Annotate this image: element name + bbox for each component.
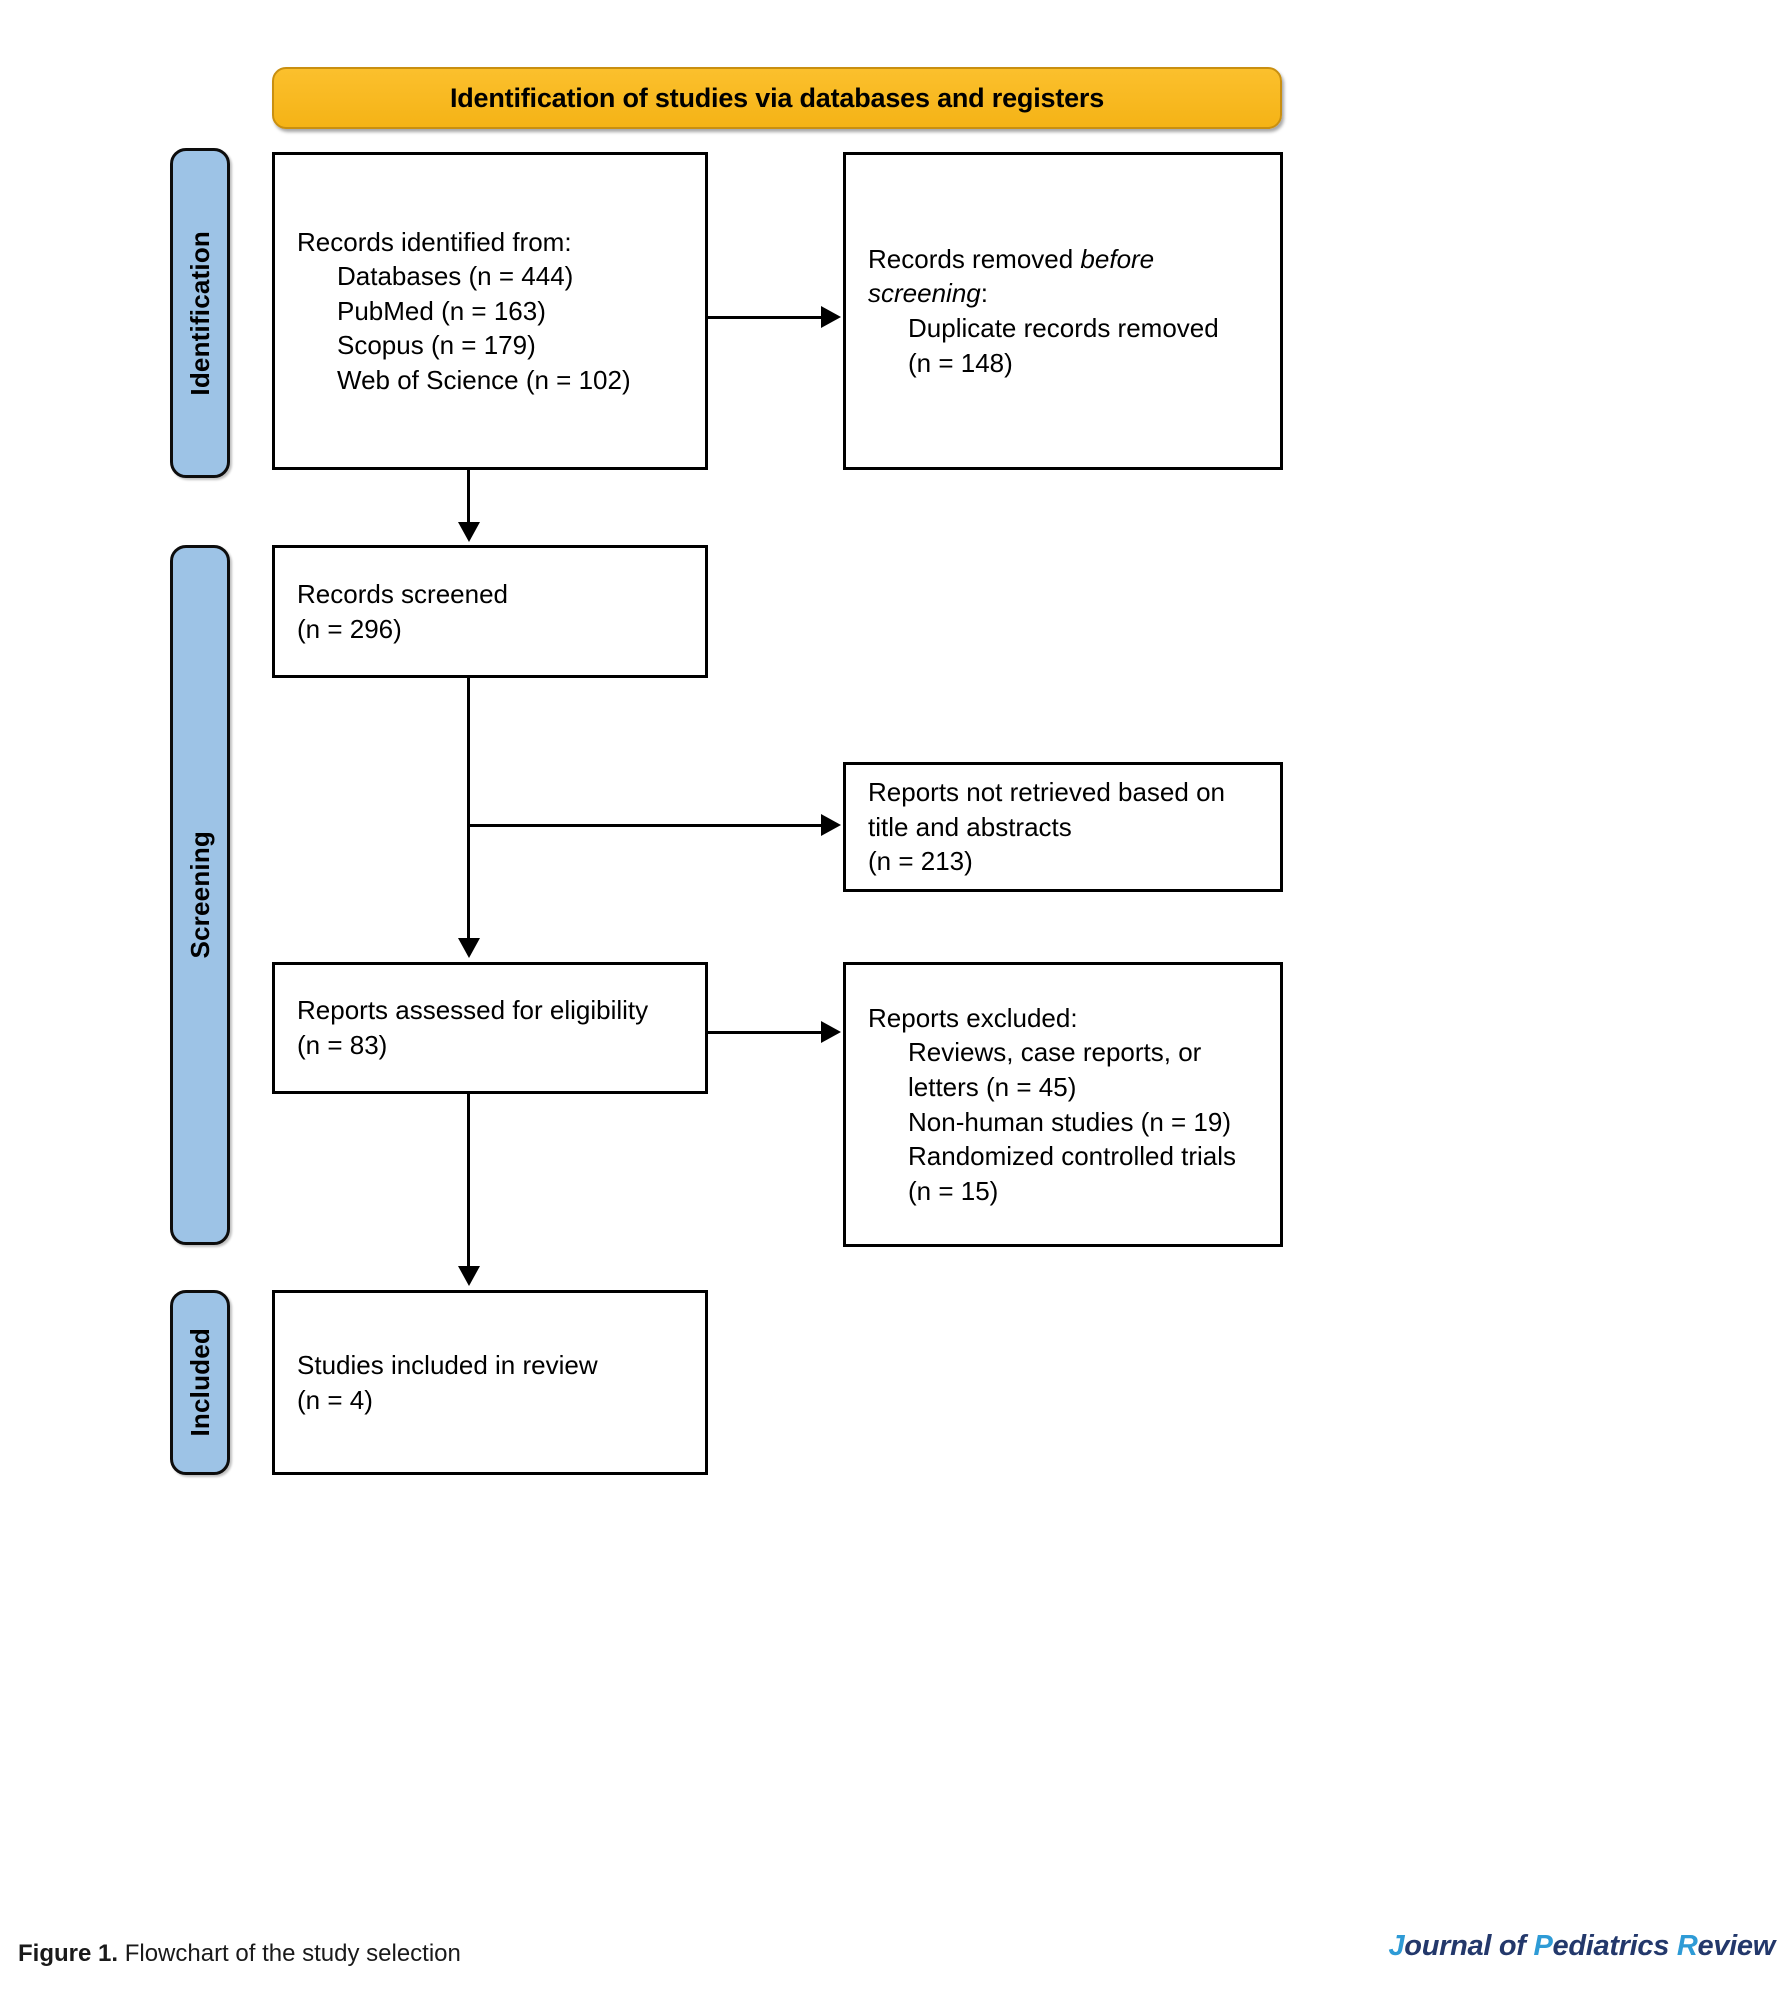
- box-line: Non-human studies (n = 19): [908, 1106, 1232, 1137]
- stage-label-included: Included: [184, 1328, 215, 1437]
- box-line: PubMed (n = 163): [337, 295, 546, 326]
- box-line: Records removed before: [868, 242, 1258, 277]
- stage-label-identification: Identification: [184, 230, 215, 396]
- box-line: (n = 296): [297, 613, 402, 644]
- box-line: title and abstracts: [868, 811, 1072, 842]
- connector-identified-to-screened: [467, 470, 470, 524]
- box-line: Reports assessed for eligibility: [297, 995, 649, 1026]
- journal-logo-of: of: [1498, 1930, 1526, 1962]
- box-line: Databases (n = 444): [337, 261, 574, 292]
- stage-label-screening: Screening: [184, 831, 215, 959]
- removed-colon: :: [980, 278, 988, 309]
- box-reports-assessed: Reports assessed for eligibility (n = 83…: [272, 962, 708, 1094]
- banner-title: Identification of studies via databases …: [449, 82, 1105, 113]
- arrowhead-assessed-to-excluded: [821, 1021, 841, 1043]
- box-line: screening:: [868, 276, 1258, 311]
- figure-caption-text: Flowchart of the study selection: [118, 1940, 461, 1967]
- box-records-removed: Records removed before screening: Duplic…: [843, 152, 1283, 470]
- box-records-screened: Records screened (n = 296): [272, 545, 708, 678]
- box-line: (n = 83): [297, 1030, 388, 1060]
- box-reports-not-retrieved: Reports not retrieved based on title and…: [843, 762, 1283, 892]
- journal-logo-r: R: [1676, 1930, 1698, 1962]
- box-line: Scopus (n = 179): [337, 330, 536, 361]
- box-line: letters (n = 45): [908, 1071, 1077, 1102]
- arrowhead-assessed-to-included: [458, 1266, 480, 1286]
- box-line: Reviews, case reports, or: [908, 1037, 1202, 1068]
- box-line: Reports excluded:: [868, 1002, 1078, 1033]
- connector-assessed-to-excluded: [708, 1031, 824, 1034]
- arrowhead-screened-to-notretrieved: [821, 814, 841, 836]
- box-reports-excluded: Reports excluded: Reviews, case reports,…: [843, 962, 1283, 1247]
- box-line: (n = 4): [297, 1384, 373, 1415]
- journal-logo-j: J: [1388, 1930, 1405, 1962]
- box-line: Records screened: [297, 578, 508, 609]
- box-line: (n = 213): [868, 846, 973, 877]
- box-line: Studies included in review: [297, 1349, 598, 1380]
- figure-caption: Figure 1. Flowchart of the study selecti…: [18, 1940, 461, 1968]
- journal-logo-ournal: ournal: [1404, 1930, 1492, 1962]
- connector-screened-to-notretrieved: [467, 824, 824, 827]
- removed-text-italic: before: [1080, 243, 1155, 274]
- removed-text-italic-2: screening: [868, 278, 981, 309]
- box-line: Duplicate records removed: [908, 313, 1219, 343]
- arrowhead-screened-to-assessed: [458, 938, 480, 958]
- removed-text-plain: Records removed: [868, 243, 1081, 274]
- arrowhead-identified-to-removed: [821, 306, 841, 328]
- connector-screened-to-assessed: [467, 824, 470, 940]
- connector-screened-stem: [467, 678, 470, 826]
- journal-logo-p: P: [1533, 1930, 1553, 1962]
- journal-logo-eview: eview: [1697, 1930, 1776, 1962]
- box-line: Randomized controlled trials: [908, 1141, 1237, 1172]
- box-line: (n = 148): [908, 347, 1013, 378]
- box-studies-included: Studies included in review (n = 4): [272, 1290, 708, 1475]
- figure-caption-label: Figure 1.: [18, 1940, 119, 1967]
- box-records-identified: Records identified from: Databases (n = …: [272, 152, 708, 470]
- connector-identified-to-removed: [708, 316, 824, 319]
- box-line: Records identified from:: [297, 226, 572, 257]
- stage-bar-included: Included: [170, 1290, 230, 1475]
- journal-logo: Journal of Pediatrics Review: [1388, 1930, 1775, 1963]
- stage-bar-screening: Screening: [170, 545, 230, 1245]
- stage-bar-identification: Identification: [170, 148, 230, 478]
- arrowhead-identified-to-screened: [458, 522, 480, 542]
- journal-logo-ediatrics: ediatrics: [1552, 1930, 1670, 1962]
- box-line: (n = 15): [908, 1175, 999, 1206]
- box-line: Reports not retrieved based on: [868, 777, 1225, 808]
- box-line: Web of Science (n = 102): [337, 364, 631, 395]
- identification-banner: Identification of studies via databases …: [272, 67, 1282, 129]
- connector-assessed-to-included: [467, 1094, 470, 1268]
